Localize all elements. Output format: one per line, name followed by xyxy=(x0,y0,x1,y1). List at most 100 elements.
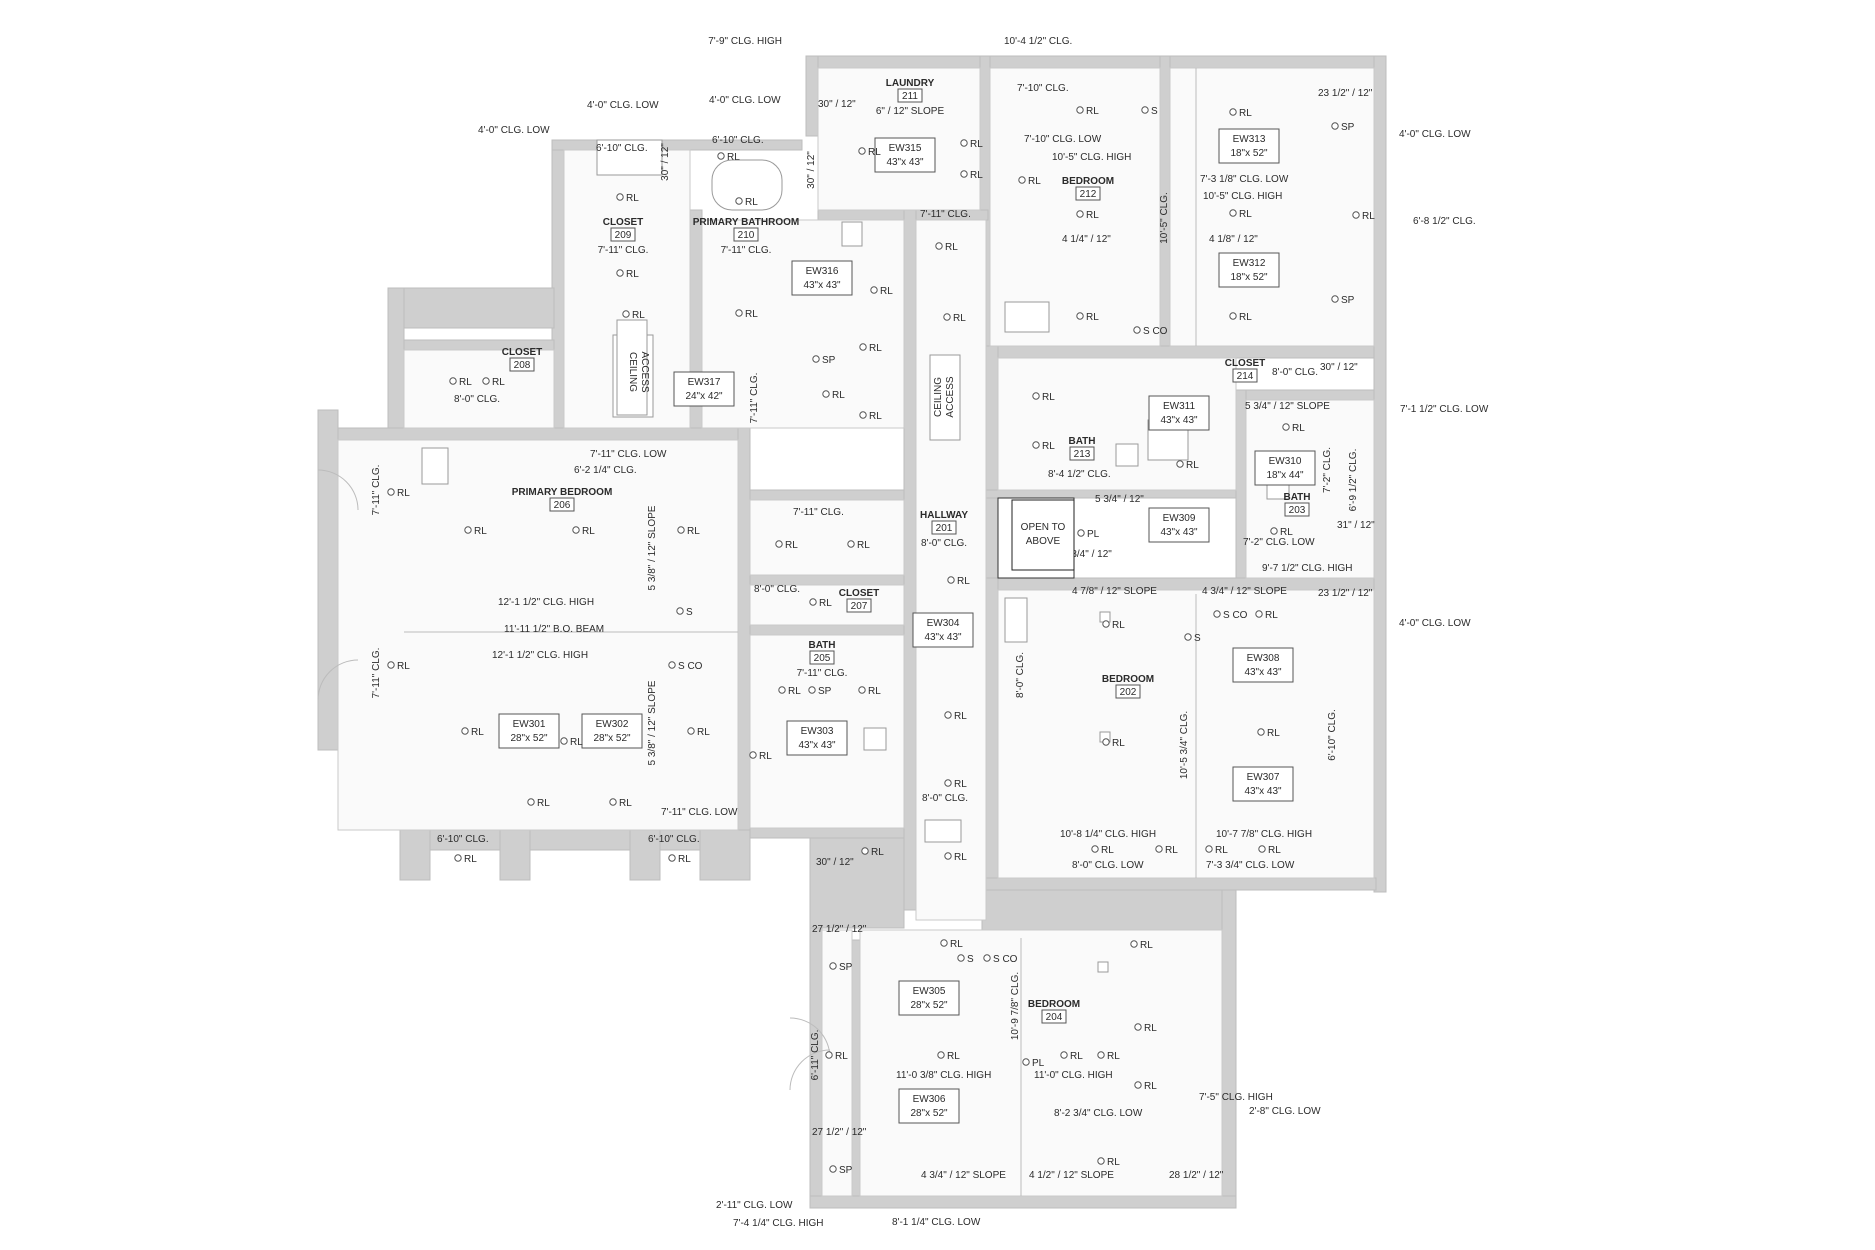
room-number-box xyxy=(733,227,759,242)
fixture-dot xyxy=(616,269,624,277)
fixture-dot xyxy=(1141,106,1149,114)
ceiling-note: 7'-2" CLG. LOW xyxy=(1243,537,1315,548)
fixture-symbol: RL xyxy=(960,170,983,181)
fixture-label: RL xyxy=(1112,620,1125,631)
room-name: CLOSET xyxy=(839,588,880,599)
fixture-dot xyxy=(947,576,955,584)
fixture-label: RL xyxy=(397,488,410,499)
window-box xyxy=(1254,450,1316,486)
fixture-label: RL xyxy=(1086,106,1099,117)
fixture-symbol: RL xyxy=(749,751,772,762)
fixture-label: RL xyxy=(1280,527,1293,538)
window-code: EW305 xyxy=(913,986,946,997)
fixture-label: RL xyxy=(459,377,472,388)
fixture-symbol: RL xyxy=(1255,610,1278,621)
fixture-label: RL xyxy=(788,686,801,697)
fixture-label: RL xyxy=(1086,312,1099,323)
fixture-symbol: RL xyxy=(1352,211,1375,222)
fixture-symbol: RL xyxy=(1076,210,1099,221)
fixture-symbol: RL xyxy=(1155,845,1178,856)
fixture-symbol: S xyxy=(1141,106,1158,117)
fixture-dot xyxy=(717,152,725,160)
ceiling-note: 7'-9" CLG. HIGH xyxy=(708,36,782,47)
fixture-symbol: RL xyxy=(1134,1081,1157,1092)
window-box xyxy=(898,1088,960,1124)
fixture-symbol: SP xyxy=(829,1165,853,1176)
fixture-symbol: S xyxy=(1184,633,1201,644)
fixture-symbol: SP xyxy=(829,962,853,973)
ceiling-note: 12'-1 1/2" CLG. HIGH xyxy=(492,650,588,661)
window-size: 43"x 43" xyxy=(1244,786,1282,797)
fixture-symbol: RL xyxy=(775,540,798,551)
fixture-symbol: RL xyxy=(944,711,967,722)
fixture-dot xyxy=(1097,1051,1105,1059)
fixture-symbol: S xyxy=(676,607,693,618)
ceiling-access-label-1a: CEILING xyxy=(627,352,638,392)
walls xyxy=(317,55,1387,1209)
fixture-label: SP xyxy=(1341,122,1355,133)
fixture-symbol: RL xyxy=(1257,728,1280,739)
ceiling-note: 6'-8 1/2" CLG. xyxy=(1413,216,1476,227)
fixture-label: RL xyxy=(1144,1023,1157,1034)
fixture-dot xyxy=(461,727,469,735)
fixture-label: RL xyxy=(1042,392,1055,403)
ceiling-note: 31" / 12" xyxy=(1337,520,1375,531)
fixture-label: RL xyxy=(619,798,632,809)
fixture-dot xyxy=(1176,460,1184,468)
fixture-symbol: RL xyxy=(943,313,966,324)
open-to-above: OPEN TO ABOVE xyxy=(1011,499,1075,571)
fixture-dot xyxy=(1257,728,1265,736)
fixture-label: RL xyxy=(474,526,487,537)
room-number-box xyxy=(509,357,535,372)
fixture-label: S CO xyxy=(678,661,703,672)
fixture-symbol: RL xyxy=(387,488,410,499)
fixture-symbol: RL xyxy=(859,343,882,354)
fixture-dot xyxy=(829,962,837,970)
room-name: BATH xyxy=(1283,492,1310,503)
room-number: 212 xyxy=(1080,189,1097,200)
fixture-symbol: RL xyxy=(1032,441,1055,452)
window-code: EW302 xyxy=(596,719,629,730)
room-number: 214 xyxy=(1237,371,1254,382)
fixture-dot xyxy=(847,540,855,548)
fixture-label: RL xyxy=(832,390,845,401)
room-label-closet207: CLOSET 207 xyxy=(839,588,880,613)
ceiling-access-hallway: CEILING ACCESS xyxy=(929,354,961,441)
room-label-bath203: BATH 203 xyxy=(1283,492,1311,517)
fixture-symbol: PL xyxy=(1077,529,1100,540)
fixture-dot xyxy=(677,526,685,534)
ceiling-note: 8'-0" CLG. xyxy=(1272,367,1318,378)
room-number-box xyxy=(897,88,923,103)
ceiling-note: 7'-11" CLG. LOW xyxy=(590,449,667,460)
fixture-symbol: S xyxy=(957,954,974,965)
open-to-above-line1: OPEN TO xyxy=(1021,522,1066,533)
fixture-symbol: RL xyxy=(560,737,583,748)
fixture-label: RL xyxy=(1028,176,1041,187)
room-number: 203 xyxy=(1289,505,1306,516)
fixture-dot xyxy=(1097,1157,1105,1165)
ceiling-note: 10'-5" CLG. HIGH xyxy=(1052,152,1131,163)
fixture-dot xyxy=(387,661,395,669)
room-number: 207 xyxy=(851,601,868,612)
fixture-label: RL xyxy=(954,711,967,722)
fixture-dot xyxy=(943,313,951,321)
ceiling-note-vertical: 6'-10" CLG. xyxy=(1327,709,1338,761)
fixture-dot xyxy=(1077,529,1085,537)
fixture-label: RL xyxy=(957,576,970,587)
ceiling-note: 4'-0" CLG. LOW xyxy=(478,125,550,136)
ceiling-note-vertical: 8'-0" CLG. xyxy=(1015,652,1026,698)
fixture-label: RL xyxy=(953,313,966,324)
ceiling-note: 4'-0" CLG. LOW xyxy=(1399,129,1471,140)
fixture-dot xyxy=(622,310,630,318)
room-number-box xyxy=(1075,186,1101,201)
fixture-dot xyxy=(870,286,878,294)
ceiling-note-vertical: 7'-11" CLG. xyxy=(749,373,760,424)
window-size: 43"x 43" xyxy=(924,632,962,643)
fixture-label: RL xyxy=(492,377,505,388)
fixture-dot xyxy=(940,939,948,947)
fixture-symbol: RL xyxy=(1018,176,1041,187)
fixture-label: RL xyxy=(1042,441,1055,452)
